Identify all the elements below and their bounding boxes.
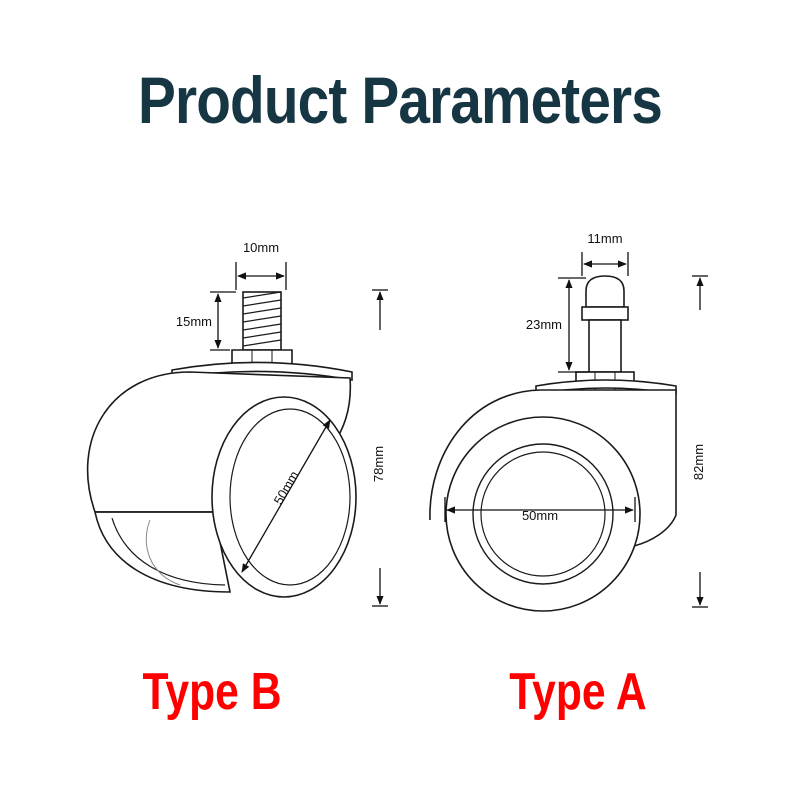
type-a-total-height-label: 82mm bbox=[691, 444, 706, 480]
type-b-dimensions bbox=[210, 262, 388, 607]
page-title: Product Parameters bbox=[138, 63, 663, 137]
type-b-stem-height-label: 15mm bbox=[176, 314, 212, 329]
type-a-dimensions bbox=[444, 252, 708, 608]
type-a-stem-height-label: 23mm bbox=[526, 317, 562, 332]
type-b-stem-width-label: 10mm bbox=[243, 240, 279, 255]
type-b-label: Type B bbox=[142, 663, 282, 721]
type-a-wheel-diameter-label: 50mm bbox=[522, 508, 558, 523]
type-a-wheel bbox=[445, 416, 641, 612]
type-b-threaded-stem bbox=[242, 291, 282, 351]
type-a-label: Type A bbox=[509, 663, 647, 721]
type-a-grip-stem bbox=[581, 275, 629, 373]
type-a-stem-width-label: 11mm bbox=[587, 231, 622, 246]
type-b-total-height-label: 78mm bbox=[371, 446, 386, 482]
